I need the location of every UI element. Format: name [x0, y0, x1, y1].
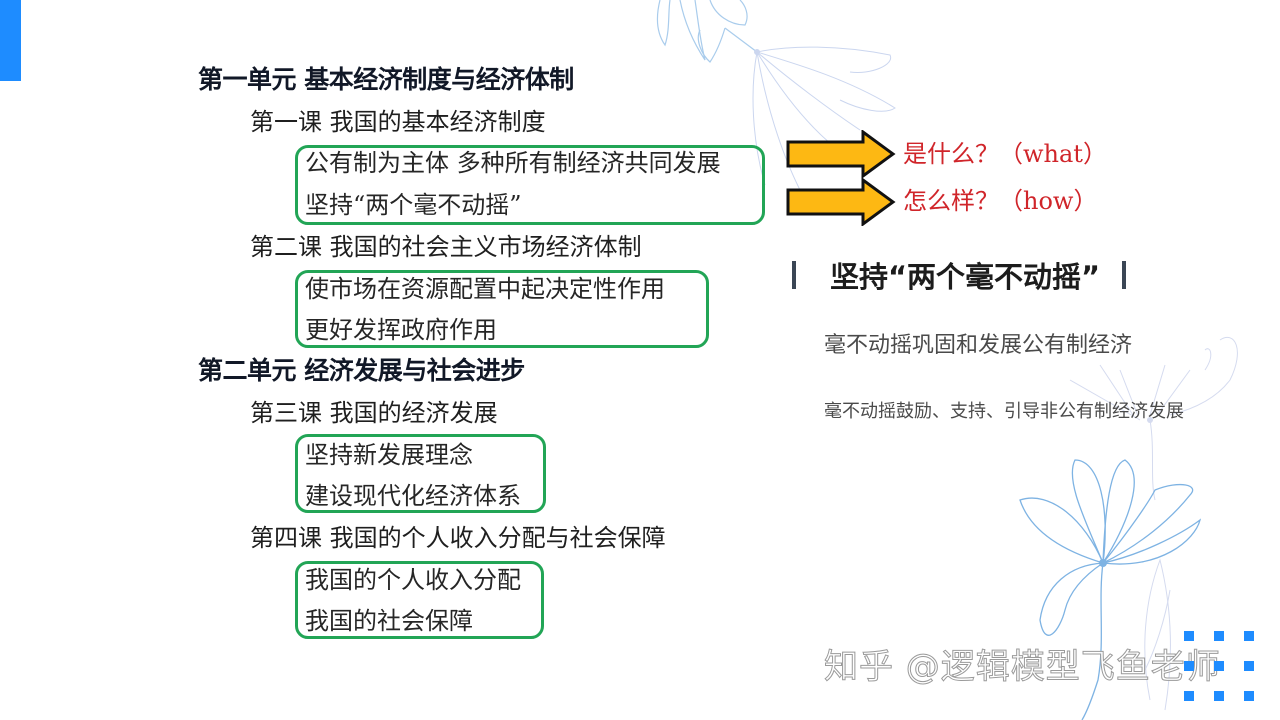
dot	[1214, 691, 1224, 701]
lesson-4-title: 第四课 我国的个人收入分配与社会保障	[250, 524, 666, 552]
lesson-2-point-1: 使市场在资源配置中起决定性作用	[305, 275, 665, 303]
lesson-1-highlight-box	[295, 145, 765, 225]
dot	[1244, 661, 1254, 671]
card-bar-left	[792, 261, 796, 289]
dot	[1214, 661, 1224, 671]
accent-bar	[0, 0, 21, 81]
arrow-right-icon	[786, 178, 896, 226]
lesson-2-highlight-box	[295, 270, 709, 348]
watermark: 知乎 @逻辑模型飞鱼老师	[824, 647, 1221, 687]
dot	[1184, 631, 1194, 641]
lesson-3-title: 第三课 我国的经济发展	[250, 399, 498, 427]
lesson-3-point-2: 建设现代化经济体系	[305, 482, 521, 510]
lesson-4-highlight-box	[295, 561, 544, 639]
card-line-1: 毫不动摇巩固和发展公有制经济	[824, 333, 1133, 358]
lesson-4-point-2: 我国的社会保障	[305, 607, 473, 635]
dot	[1184, 691, 1194, 701]
lesson-1-title: 第一课 我国的基本经济制度	[250, 108, 546, 136]
dot	[1244, 691, 1254, 701]
dot	[1214, 631, 1224, 641]
lesson-1-point-1: 公有制为主体 多种所有制经济共同发展	[305, 149, 721, 177]
how-label: 怎么样？（how）	[903, 187, 1098, 215]
what-label: 是什么？（what）	[903, 140, 1107, 168]
card-line-2: 毫不动摇鼓励、支持、引导非公有制经济发展	[824, 401, 1184, 422]
lesson-3-point-1: 坚持新发展理念	[305, 441, 473, 469]
arrow-right-icon	[786, 130, 896, 178]
lesson-2-title: 第二课 我国的社会主义市场经济体制	[250, 233, 642, 261]
dot	[1244, 631, 1254, 641]
unit-2-title: 第二单元 经济发展与社会进步	[198, 356, 525, 385]
lesson-1-point-2: 坚持“两个毫不动摇”	[305, 191, 522, 219]
card-title: 坚持“两个毫不动摇”	[830, 260, 1101, 294]
lesson-2-point-2: 更好发挥政府作用	[305, 316, 497, 344]
lesson-4-point-1: 我国的个人收入分配	[305, 566, 521, 594]
lesson-3-highlight-box	[295, 434, 546, 513]
card-header: 坚持“两个毫不动摇”	[792, 255, 1127, 295]
unit-1-title: 第一单元 基本经济制度与经济体制	[198, 65, 574, 94]
dot	[1184, 661, 1194, 671]
card-bar-right	[1122, 261, 1127, 289]
